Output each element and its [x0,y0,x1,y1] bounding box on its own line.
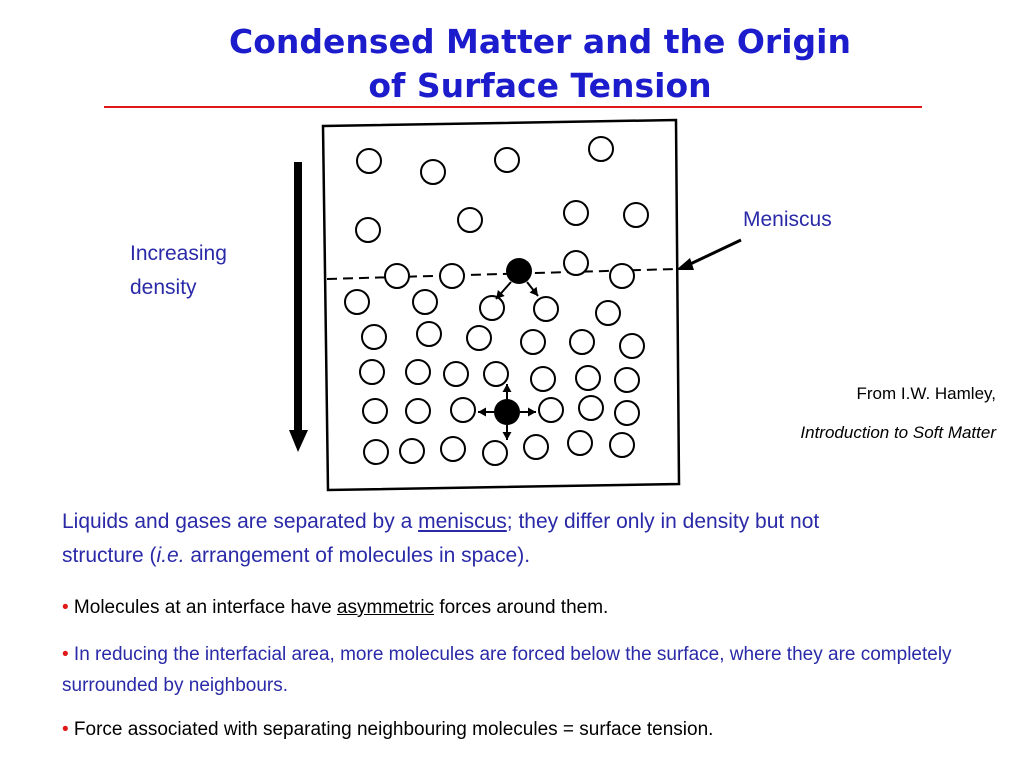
intro-text-1: Liquids and gases are separated by a [62,510,419,533]
molecule [439,263,465,289]
force-arrowhead [502,432,512,440]
slide-title: Condensed Matter and the Origin of Surfa… [100,20,980,108]
container-box [321,118,681,492]
meniscus-label: Meniscus [743,208,832,231]
asymmetric-term: asymmetric [336,597,435,618]
molecule [412,289,438,315]
ie-abbrev: i.e. [156,544,185,567]
molecule [482,440,508,466]
bullet-3: • Force associated with separating neigh… [62,714,982,745]
molecule [443,361,469,387]
molecule [609,263,635,289]
bullet-3-mark: • [62,719,69,740]
meniscus-term: meniscus [418,510,507,533]
molecule [457,207,483,233]
force-arrowhead [478,407,486,417]
molecule [405,398,431,424]
meniscus-pointer-arrow [676,238,742,270]
molecule [359,359,385,385]
title-underline [104,106,922,108]
bullet-2: • In reducing the interfacial area, more… [62,639,982,701]
force-arrowhead [502,384,512,392]
molecule [567,430,593,456]
title-line-1: Condensed Matter and the Origin [229,22,851,61]
citation-line-1: From I.W. Hamley, [856,384,996,403]
molecule [363,439,389,465]
bullet-1: • Molecules at an interface have asymmet… [62,592,982,623]
molecule [520,329,546,355]
molecules-group [344,136,649,466]
force-arrowhead [496,290,505,299]
molecule [588,136,614,162]
molecule [494,147,520,173]
molecule [523,434,549,460]
density-arrow [289,162,308,452]
force-arrowhead [529,286,538,296]
molecule [362,398,388,424]
molecule [361,324,387,350]
density-label-line-1: Increasing [130,242,227,265]
molecule [416,321,442,347]
bullet-2-text: In reducing the interfacial area, more m… [62,644,952,696]
molecule [356,148,382,174]
molecule [623,202,649,228]
molecule [538,397,564,423]
molecule [575,365,601,391]
molecule [399,438,425,464]
bullet-3-text: Force associated with separating neighbo… [68,719,714,740]
molecule [563,200,589,226]
molecule [384,263,410,289]
force-arrowhead [528,407,536,417]
bullet-1-text-a: Molecules at an interface have [68,597,337,618]
molecule [466,325,492,351]
molecule [569,329,595,355]
highlighted-molecule [494,399,520,425]
molecule [440,436,466,462]
molecule [595,300,621,326]
molecule [450,397,476,423]
molecule [563,250,589,276]
molecule [578,395,604,421]
molecule [533,296,559,322]
molecule [483,361,509,387]
molecule [614,400,640,426]
molecule [619,333,645,359]
highlighted-molecule [506,258,532,284]
molecule [609,432,635,458]
density-label-line-2: density [130,276,197,299]
molecule [420,159,446,185]
molecule [405,359,431,385]
molecule [344,289,370,315]
molecule [614,367,640,393]
intro-paragraph: Liquids and gases are separated by a men… [62,505,862,573]
intro-text-2: ; they differ only in density but not st… [62,510,820,567]
molecule [355,217,381,243]
force-arrows-group [478,281,539,440]
density-label: Increasing density [130,237,227,305]
bullet-1-text-b: forces around them. [434,597,609,618]
bullet-1-mark: • [62,597,69,618]
title-line-2: of Surface Tension [368,66,712,105]
intro-text-3: arrangement of molecules in space). [184,544,531,567]
molecule [479,295,505,321]
molecule [530,366,556,392]
citation-line-2: Introduction to Soft Matter [800,423,996,442]
bullet-2-mark: • [62,644,69,665]
